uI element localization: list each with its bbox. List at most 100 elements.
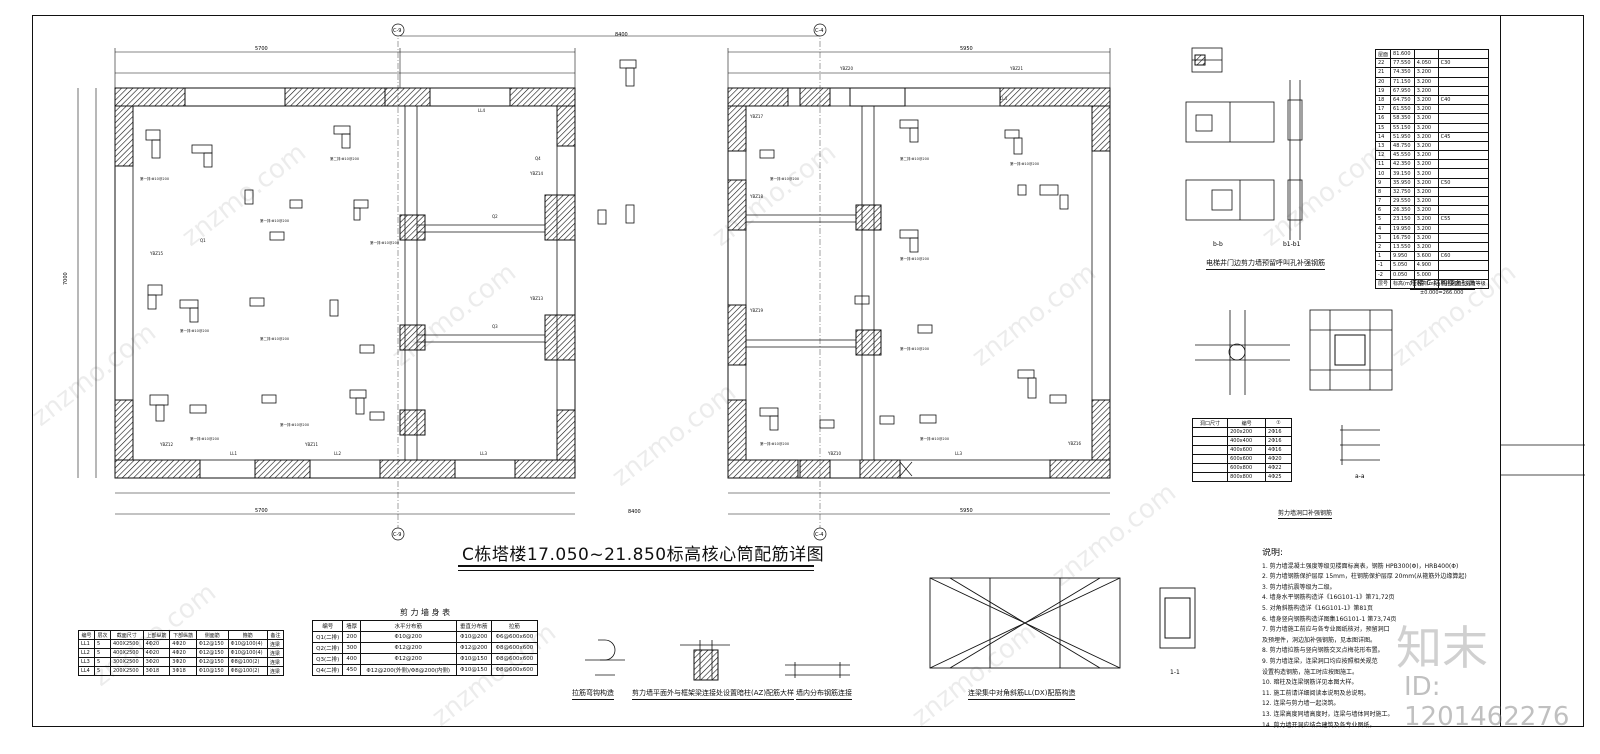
caption-az-detail: 剪力墙平面外与框架梁连接处设置暗柱(AZ)配筋大样 [632,688,795,700]
axis-label: C-4 [815,28,823,34]
plan-label: YBZ20 [839,66,853,71]
section-label: a-a [1355,473,1365,480]
caption-tie-bar: 拉筋弯钩构造 [572,688,614,700]
section-label: b1-b1 [1283,241,1301,248]
note-line: 14. 剪力墙开洞应结合建筑及各专业图纸。 [1262,721,1376,729]
wall-header: 拉筋 [490,620,539,632]
wall-header: 墙厚 [342,620,361,632]
plan-label: YBZ19 [749,308,763,313]
title-underline [458,565,814,571]
beam-header: 层次 [93,630,111,640]
plan-left: 5700 5700 7000 [63,23,637,541]
plan-label: LL1 [230,451,237,456]
svg-text:第一排:Φ10@200: 第一排:Φ10@200 [770,176,799,181]
plan-label: Q2 [492,214,498,219]
opening-header: 洞口尺寸 [1191,418,1229,428]
caption-dx-detail: 连梁集中对角斜筋LL(DX)配筋构造 [968,688,1076,700]
section-label: b-b [1213,241,1223,248]
note-line: 13. 连梁高度同墙高度时，连梁与墙体同时施工。 [1262,710,1394,718]
beam-header: 备注 [266,630,285,640]
beam-header: 箍筋 [227,630,268,640]
note-line: 1. 剪力墙混凝土强度等级见楼面标高表，钢筋 HPB300(Φ)，HRB400(… [1262,562,1459,570]
svg-text:第一排:Φ10@200: 第一排:Φ10@200 [920,436,949,441]
beam-header: 上部纵筋 [142,630,171,640]
plan-right: C-4 C-4 8400 5950 5950 [615,23,1111,541]
plan-label: YBZ21 [1009,66,1023,71]
plan-label: Q3 [492,324,498,329]
axis-label: C-9 [393,28,401,34]
axis-label: C-4 [815,532,823,538]
plan-label: YBZ15 [149,251,163,256]
plan-label: YBZ17 [749,114,763,119]
svg-text:第一排:Φ10@200: 第一排:Φ10@200 [900,346,929,351]
opening-detail [1195,309,1393,465]
caption-elevator: 电梯井门边剪力墙预留呼叫孔补强钢筋 [1206,258,1325,270]
svg-text:第二排:Φ10@200: 第二排:Φ10@200 [900,156,929,161]
beam-header: 侧面筋 [195,630,229,640]
image-id: ID: 1201462276 [1404,672,1570,732]
note-line: 12. 连梁与剪力墙一起浇筑。 [1262,700,1340,708]
notes-title: 说明: [1262,548,1284,558]
plan-label: LL4 [1000,96,1007,101]
section-label: 1-1 [1170,669,1180,676]
svg-text:第一排:Φ10@200: 第一排:Φ10@200 [280,422,309,427]
wall-header: 编号 [311,620,344,632]
wall-header: 水平分布筋 [359,620,457,632]
beam-header: 截面尺寸 [109,630,144,640]
plan-label: YBZ18 [749,194,763,199]
plan-label: YBZ16 [1067,441,1081,446]
dim-text: 5950 [960,46,973,52]
plan-label: Q1 [200,238,206,243]
wall-table: 剪 力 墙 身 表 编号 墙厚 水平分布筋 垂直分布筋 拉筋 Q1(二排)200… [311,605,539,676]
caption-opening: 剪力墙洞口补强钢筋 [1278,510,1333,519]
drawing-frame [32,15,1584,727]
tie-bar-detail [585,639,625,676]
beam-header: 编号 [78,630,95,640]
elevator-hole-detail [1185,47,1303,240]
dim-text: 5700 [255,508,268,514]
svg-text:第一排:Φ10@200: 第一排:Φ10@200 [900,256,929,261]
plan-label: LL3 [955,451,962,456]
brand-logo: 知末 [1396,621,1488,675]
wall-dist-detail [785,662,850,678]
note-line: 及预埋件，洞边加补强钢筋，见本图详图。 [1262,636,1377,644]
note-line: 8. 剪力墙拉筋与竖向钢筋交叉点梅花形布置。 [1262,647,1384,655]
plan-label: Q4 [535,156,541,161]
note-line: 5. 对角斜筋构造详《16G101-1》第81页 [1262,604,1373,612]
dx-detail [929,577,1196,669]
plan-label: YBZ14 [529,171,543,176]
note-line: 3. 剪力墙抗震等级为二级。 [1262,583,1336,591]
caption-wall-dist: 墙内分布钢筋连接 [796,688,852,700]
svg-text:第二排:Φ10@200: 第二排:Φ10@200 [330,156,359,161]
svg-text:第一排:Φ10@200: 第一排:Φ10@200 [260,218,289,223]
note-line: 9. 剪力墙连梁，连梁洞口均应按照相关规范 [1262,657,1378,665]
wall-table-caption: 剪 力 墙 身 表 [399,608,451,617]
note-line: 10. 暗柱及连梁钢筋详见本图大样。 [1262,679,1358,687]
az-detail [680,640,730,681]
